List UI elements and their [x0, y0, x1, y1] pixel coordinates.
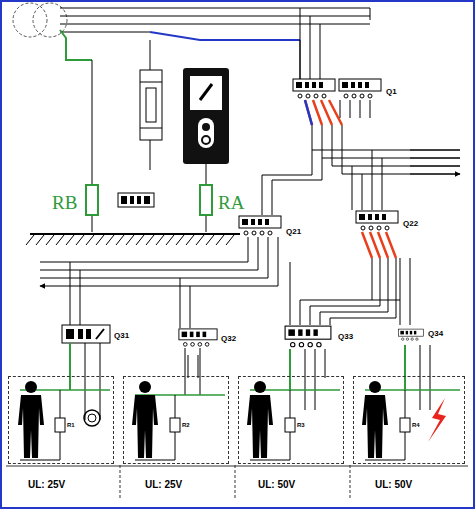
room-label: R2 — [182, 422, 190, 428]
breaker-label: Q34 — [427, 330, 444, 338]
breaker-label: Q21 — [285, 228, 302, 236]
breaker-label: Q31 — [113, 332, 130, 340]
room-label: R3 — [297, 422, 305, 428]
room-area: R2 — [123, 376, 229, 464]
breaker-label: Q33 — [337, 333, 354, 341]
room-area: R4 — [353, 376, 465, 464]
touch-voltage: UL: 25V — [145, 480, 182, 490]
resistor-label: RA — [218, 193, 244, 212]
touch-voltage: UL: 25V — [28, 480, 65, 490]
touch-voltage: UL: 50V — [258, 480, 295, 490]
breaker-label: Q22 — [402, 220, 419, 228]
room-label: R4 — [412, 422, 420, 428]
touch-voltage: UL: 50V — [375, 480, 412, 490]
room-label: R1 — [67, 422, 75, 428]
room-area: R3 — [238, 376, 344, 464]
resistor-label: RB — [52, 193, 77, 212]
breaker-label: Q1 — [385, 88, 398, 96]
breaker-label: Q32 — [220, 335, 237, 343]
room-area: R1 — [8, 376, 114, 464]
